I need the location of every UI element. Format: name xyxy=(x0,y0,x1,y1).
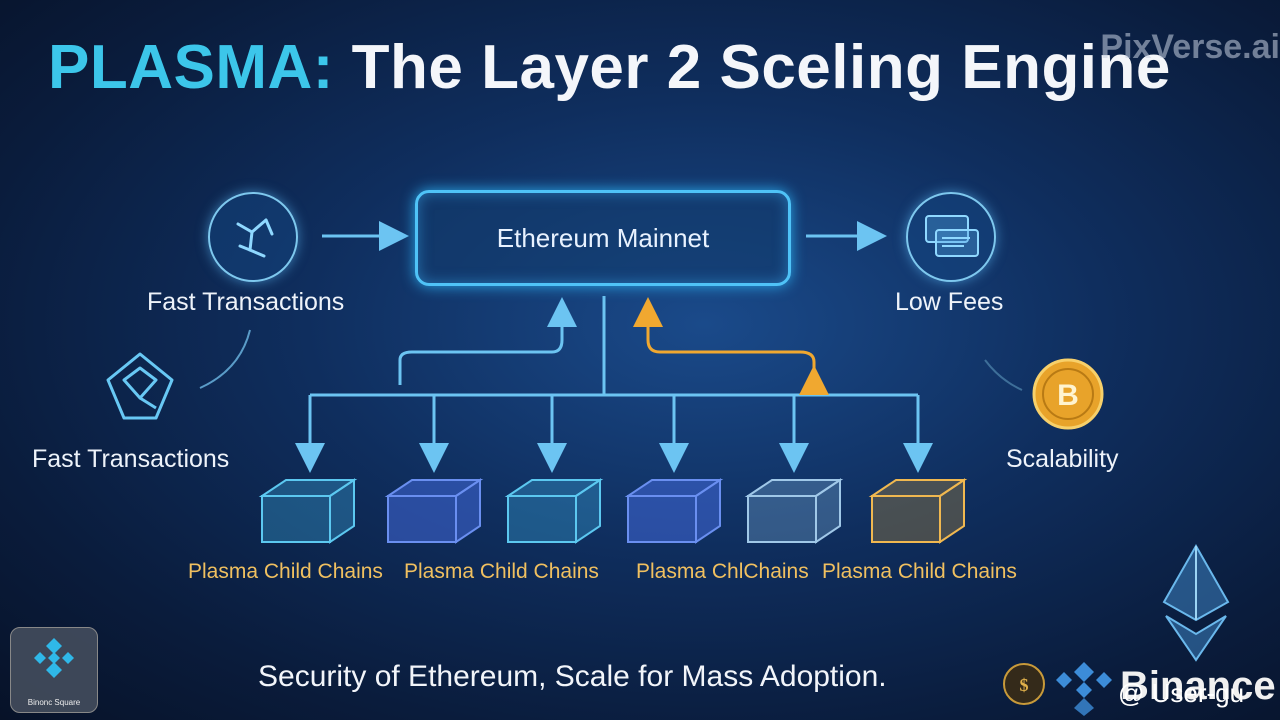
ethereum-logo xyxy=(1162,543,1230,662)
chain-cube-3 xyxy=(504,478,604,544)
svg-text:B: B xyxy=(1057,379,1079,412)
binance-square-icon xyxy=(34,638,74,678)
benefit-scalability: Scalability xyxy=(1006,445,1119,473)
seal-logo: $ xyxy=(1003,663,1045,705)
benefit-fast-transactions-top: Fast Transactions xyxy=(147,288,345,316)
bitcoin-coin-icon: B xyxy=(1032,358,1104,430)
chain-label-3: Plasma ChlChains xyxy=(636,560,809,583)
chain-label-1: Plasma Child Chains xyxy=(188,560,383,583)
user-handle: @ User-gu xyxy=(1118,678,1245,708)
chain-cube-6 xyxy=(868,478,968,544)
shield-icon xyxy=(102,350,178,426)
chain-cube-5 xyxy=(744,478,844,544)
mainnet-label: Ethereum Mainnet xyxy=(496,222,710,253)
tagline: Security of Ethereum, Scale for Mass Ado… xyxy=(258,660,887,693)
connector-curve-left xyxy=(199,329,251,389)
title-accent: PLASMA: xyxy=(48,33,334,102)
binance-wordmark: Binance xyxy=(1120,664,1276,708)
chain-label-2: Plasma Child Chains xyxy=(404,560,599,583)
benefit-low-fees: Low Fees xyxy=(895,288,1004,316)
stacked-cards-icon xyxy=(906,192,996,282)
watermark-text: PixVerse.ai xyxy=(1100,28,1280,66)
chain-label-4: Plasma Child Chains xyxy=(822,560,1017,583)
return-arrow-blue xyxy=(398,297,577,385)
title-rest: The Layer 2 Sceling Engine xyxy=(333,33,1171,102)
network-icon xyxy=(208,192,298,282)
chain-cube-2 xyxy=(384,478,484,544)
binance-square-logo: Binonc Square xyxy=(10,627,98,713)
chain-cube-4 xyxy=(624,478,724,544)
binance-square-label: Binonc Square xyxy=(27,698,81,707)
binance-logo xyxy=(1056,662,1112,716)
chain-cube-1 xyxy=(258,478,358,544)
return-arrow-orange xyxy=(633,297,829,395)
svg-text:$: $ xyxy=(1020,675,1029,695)
mainnet-box: Ethereum Mainnet xyxy=(415,190,791,286)
page-title: PLASMA: The Layer 2 Sceling Engine xyxy=(48,32,1171,103)
benefit-fast-transactions-left: Fast Transactions xyxy=(32,445,230,473)
connector-curve-right xyxy=(984,359,1023,391)
